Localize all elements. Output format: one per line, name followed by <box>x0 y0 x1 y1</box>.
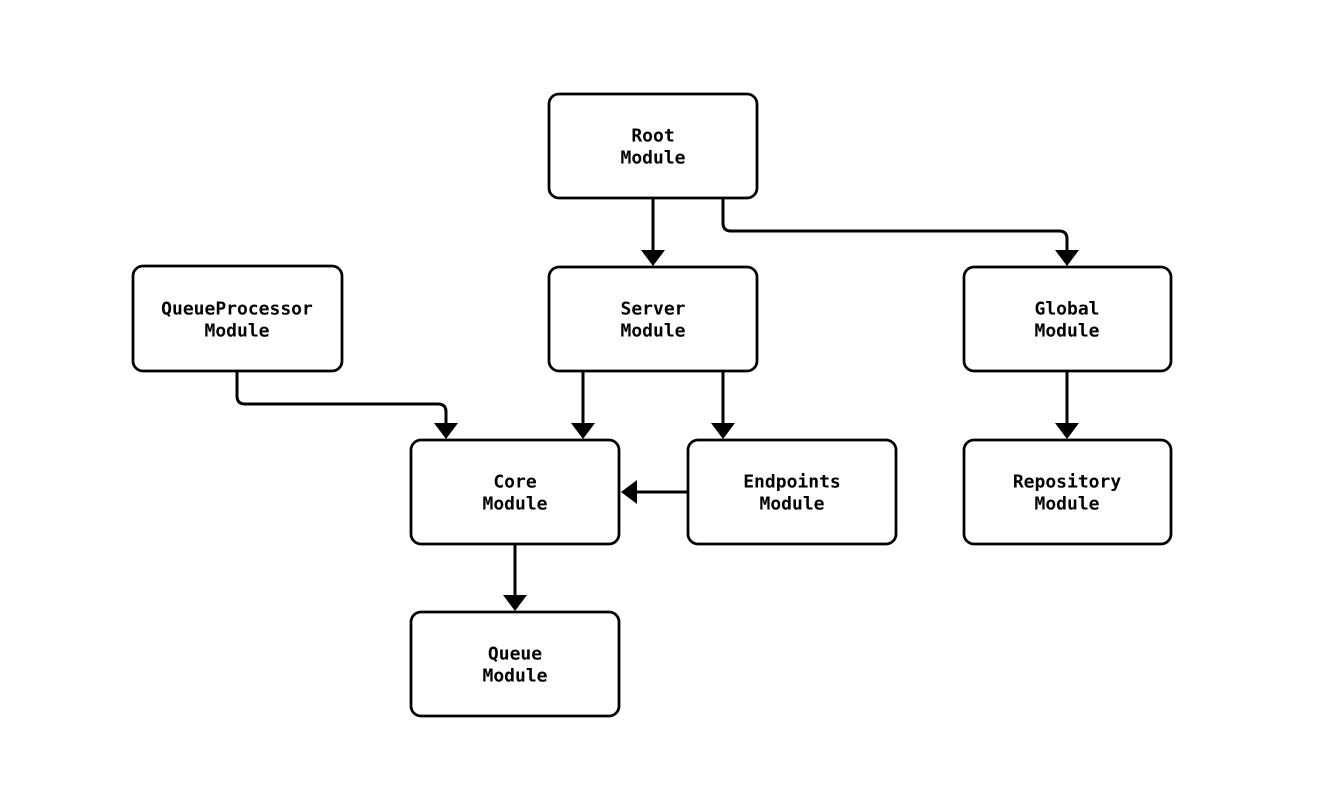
node-queue-label-line1: Queue <box>488 644 542 665</box>
node-root-label-line2: Module <box>620 148 685 169</box>
node-core-module: Core Module <box>409 438 621 546</box>
node-repository-label-line2: Module <box>1034 494 1099 515</box>
node-server-box <box>547 265 759 373</box>
edge-root-to-global <box>721 198 1079 266</box>
edge-queueprocessor-to-core <box>235 371 458 439</box>
node-queueprocessor-label-line2: Module <box>204 321 269 342</box>
node-core-label-line1: Core <box>493 472 537 493</box>
node-queue-label-line2: Module <box>482 666 547 687</box>
node-repository-box <box>962 438 1173 546</box>
node-core-label-line2: Module <box>482 494 547 515</box>
node-server-label-line1: Server <box>620 299 685 320</box>
node-queueprocessor-label-line1: QueueProcessor <box>161 299 313 320</box>
node-root-label-line1: Root <box>631 126 674 147</box>
node-root-box <box>547 92 759 200</box>
node-global-label-line2: Module <box>1034 321 1099 342</box>
node-global-box <box>962 265 1173 373</box>
node-server-label-line2: Module <box>620 321 685 342</box>
node-endpoints-module: Endpoints Module <box>686 438 898 546</box>
node-endpoints-box <box>686 438 898 546</box>
node-endpoints-label-line1: Endpoints <box>743 472 841 493</box>
node-core-box <box>409 438 621 546</box>
node-root-module: Root Module <box>547 92 759 200</box>
node-queue-box <box>409 610 621 718</box>
node-repository-module: Repository Module <box>962 438 1173 546</box>
node-repository-label-line1: Repository <box>1013 472 1122 493</box>
node-queue-module: Queue Module <box>409 610 621 718</box>
edges <box>235 198 1079 611</box>
node-endpoints-label-line2: Module <box>759 494 824 515</box>
node-server-module: Server Module <box>547 265 759 373</box>
node-global-module: Global Module <box>962 265 1173 373</box>
node-global-label-line1: Global <box>1034 299 1099 320</box>
node-queueprocessor-module: QueueProcessor Module <box>131 264 344 373</box>
node-queueprocessor-box <box>131 264 344 373</box>
